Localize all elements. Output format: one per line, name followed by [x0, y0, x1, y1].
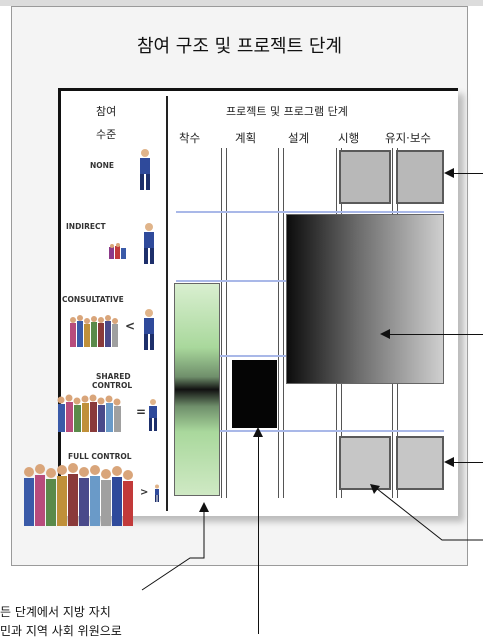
single-person-icon	[149, 399, 157, 431]
tiny-person-icon	[155, 484, 159, 502]
level-none-label: NONE	[90, 161, 115, 170]
single-person-icon	[144, 309, 154, 350]
participation-header-line2: 수준	[96, 128, 117, 141]
consultative-gradient-block	[286, 214, 444, 384]
column-line	[283, 148, 284, 498]
level-column-separator	[166, 96, 168, 511]
footer-caption-line2: 민과 지역 사회 위원으로	[0, 624, 122, 638]
greater-than-symbol: >	[140, 487, 149, 498]
stage-initiation: 착수	[179, 131, 201, 145]
arrow-line	[452, 462, 483, 463]
single-person-icon	[140, 149, 150, 190]
arrow-head-icon	[444, 168, 454, 178]
footer-caption-line1: 든 단계에서 지방 자치	[0, 605, 111, 619]
shared-control-planning-block	[232, 360, 277, 428]
column-line	[221, 148, 222, 498]
large-crowd-icon	[24, 463, 133, 526]
panel-top-border	[58, 88, 458, 91]
stage-maintenance: 유지·보수	[385, 131, 431, 145]
stage-design: 설계	[288, 131, 310, 145]
cell-full-implementation	[339, 436, 391, 490]
arrow-head-icon	[253, 427, 263, 437]
arrow-line	[389, 334, 483, 335]
crowd-icon	[57, 394, 121, 432]
level-consultative-label: CONSULTATIVE	[62, 295, 124, 304]
arrow-head-icon	[380, 329, 390, 339]
diagram-title: 참여 구조 및 프로젝트 단계	[136, 36, 343, 57]
arrow-line	[258, 436, 259, 634]
column-line	[226, 148, 227, 498]
equals-symbol: =	[136, 405, 147, 419]
level-indirect-label: INDIRECT	[66, 222, 106, 231]
stage-implementation: 시행	[338, 131, 360, 145]
level-shared-label-line1: SHARED	[96, 372, 131, 381]
stage-planning: 계획	[235, 131, 257, 145]
small-crowd-icon	[109, 243, 126, 259]
participation-header-line1: 참여	[96, 105, 117, 118]
arrow-head-icon	[444, 457, 454, 467]
cell-none-maintenance	[396, 150, 444, 204]
column-line	[278, 148, 279, 498]
level-shared-label-line2: CONTROL	[92, 381, 133, 390]
single-person-icon	[144, 223, 154, 264]
row-gridline	[176, 430, 444, 432]
stages-header: 프로젝트 및 프로그램 단계	[226, 105, 348, 118]
arrow-line	[452, 173, 483, 174]
frame-top-strip	[0, 0, 483, 6]
initiation-gradient-block	[174, 283, 220, 496]
row-gridline	[176, 211, 444, 213]
level-full-label: FULL CONTROL	[68, 452, 132, 461]
crowd-icon	[70, 315, 118, 347]
less-than-symbol: <	[125, 319, 136, 333]
diagonal-arrow-icon	[370, 484, 483, 541]
panel-left-border	[58, 88, 61, 516]
cell-full-maintenance	[396, 436, 444, 490]
cell-none-implementation	[339, 150, 391, 204]
curved-arrow-icon	[141, 502, 209, 591]
